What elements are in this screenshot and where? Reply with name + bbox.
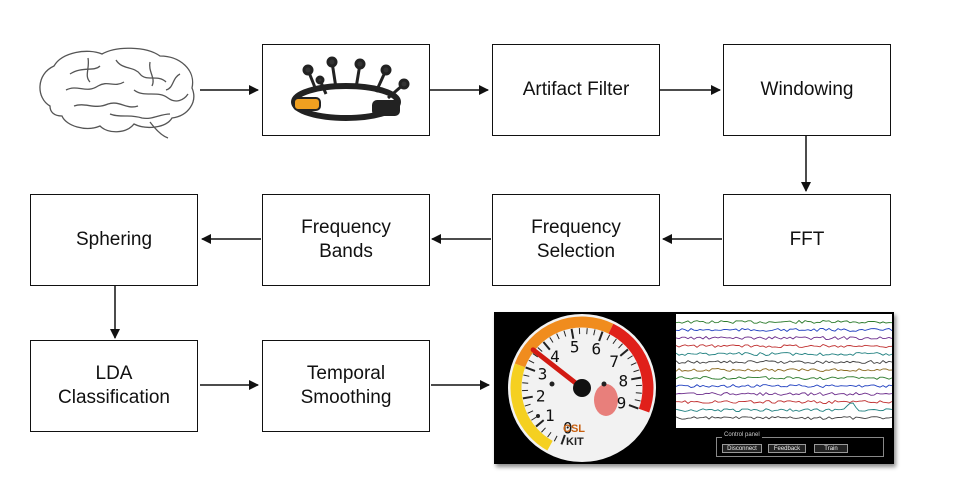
gauge-tick [549, 337, 554, 343]
gauge-hub [573, 379, 591, 397]
eeg-headset-image [291, 56, 410, 121]
node-artifact-filter: Artifact Filter [492, 44, 660, 136]
node-label: Artifact Filter [522, 79, 630, 100]
node-label: FFT [789, 229, 825, 250]
node-label: Frequency Selection [531, 217, 621, 262]
gauge-tick-label: 4 [550, 347, 560, 366]
gauge-tick [560, 434, 566, 445]
headset-box [262, 44, 430, 136]
train-button[interactable]: Train [814, 444, 848, 453]
gauge-arc-orange [514, 316, 614, 368]
control-panel-title: Control panel [722, 432, 762, 438]
gauge-tick [634, 399, 641, 402]
eeg-channel-trace [676, 392, 892, 397]
eeg-channel-trace [676, 359, 892, 365]
gauge-tick-label: 8 [619, 372, 629, 391]
gauge-tick [631, 376, 642, 381]
eeg-channel-trace [676, 343, 892, 348]
gauge-tick [556, 333, 560, 340]
gauge-tick [535, 419, 545, 428]
gauge-tick [633, 369, 640, 373]
gauge-tick [531, 416, 537, 421]
gauge-tick [619, 348, 629, 357]
node-label: Frequency Bands [301, 217, 391, 262]
gauge-tick-label: 2 [536, 386, 546, 405]
gauge-highlight [594, 384, 618, 416]
gauge-tick [606, 334, 611, 341]
gauge-tick-label: 7 [609, 352, 619, 371]
eeg-channel-trace [676, 351, 892, 356]
gauge-tick [628, 404, 639, 410]
eeg-channel-trace [676, 384, 892, 389]
gauge-tick [524, 403, 531, 407]
brain-illustration [39, 47, 195, 139]
gauge-tick-label: 1 [545, 406, 555, 425]
node-label: Windowing [760, 79, 854, 100]
node-temporal-smoothing: Temporal Smoothing [262, 340, 430, 432]
gauge-tick [635, 392, 642, 394]
disconnect-button[interactable]: Disconnect [722, 444, 762, 453]
csl-logo: CSL [563, 423, 585, 435]
node-lda-classification: LDA Classification [30, 340, 198, 432]
node-label: LDA Classification [58, 363, 170, 408]
node-windowing: Windowing [723, 44, 891, 136]
gauge-tick [553, 435, 558, 442]
gauge-tick [528, 359, 535, 364]
gauge-tick [618, 343, 623, 349]
gauge-tick [523, 374, 530, 377]
node-frequency-bands: Frequency Bands [262, 194, 430, 286]
gauge-arc-red [608, 323, 654, 413]
eeg-channel-trace [676, 402, 892, 413]
gauge-tick [537, 347, 543, 352]
eeg-signal-plot [676, 314, 892, 428]
eeg-channel-trace [676, 335, 892, 341]
gauge-dot [536, 414, 540, 418]
node-frequency-selection: Frequency Selection [492, 194, 660, 286]
gauge-dot [601, 381, 607, 387]
feedback-button[interactable]: Feedback [768, 444, 806, 453]
gauge-tick-label: 9 [617, 393, 627, 412]
gauge-tick [522, 395, 533, 400]
eeg-channel-trace [676, 319, 892, 324]
kit-logo: KIT [566, 436, 584, 448]
eeg-channel-trace [676, 327, 892, 332]
gauge-tick [525, 366, 536, 372]
node-label: Temporal Smoothing [300, 363, 392, 408]
eeg-channel-trace [676, 376, 892, 380]
gauge-tick [532, 353, 539, 358]
node-fft: FFT [723, 194, 891, 286]
gauge-tick [527, 410, 534, 414]
gauge-tick [563, 330, 567, 337]
eeg-channel-trace [676, 368, 892, 373]
gauge-tick-label: 3 [538, 365, 548, 384]
eeg-channel-trace [676, 416, 892, 421]
gauge-tick-label: 6 [592, 340, 602, 359]
node-sphering: Sphering [30, 194, 198, 286]
node-label: Sphering [75, 229, 153, 250]
gauge-tick [541, 427, 546, 433]
gauge-tick [570, 328, 575, 339]
gauge-arc-yellow [510, 363, 553, 451]
gauge-tick [586, 328, 588, 335]
gauge-tick-label: 5 [570, 338, 580, 357]
gauge-tick [612, 338, 617, 345]
gauge-tick [522, 382, 529, 384]
gauge-tick [547, 431, 552, 438]
gauge-tick [598, 331, 604, 342]
gauge-tick-label: 0 [563, 418, 573, 437]
gauge-tick [593, 329, 596, 336]
gauge-tick [630, 362, 637, 366]
gauge-dot [549, 381, 555, 387]
gauge-tick [542, 341, 551, 351]
gauge-tick [627, 355, 633, 360]
control-panel [716, 437, 884, 457]
eeg-channel-trace [676, 399, 892, 404]
